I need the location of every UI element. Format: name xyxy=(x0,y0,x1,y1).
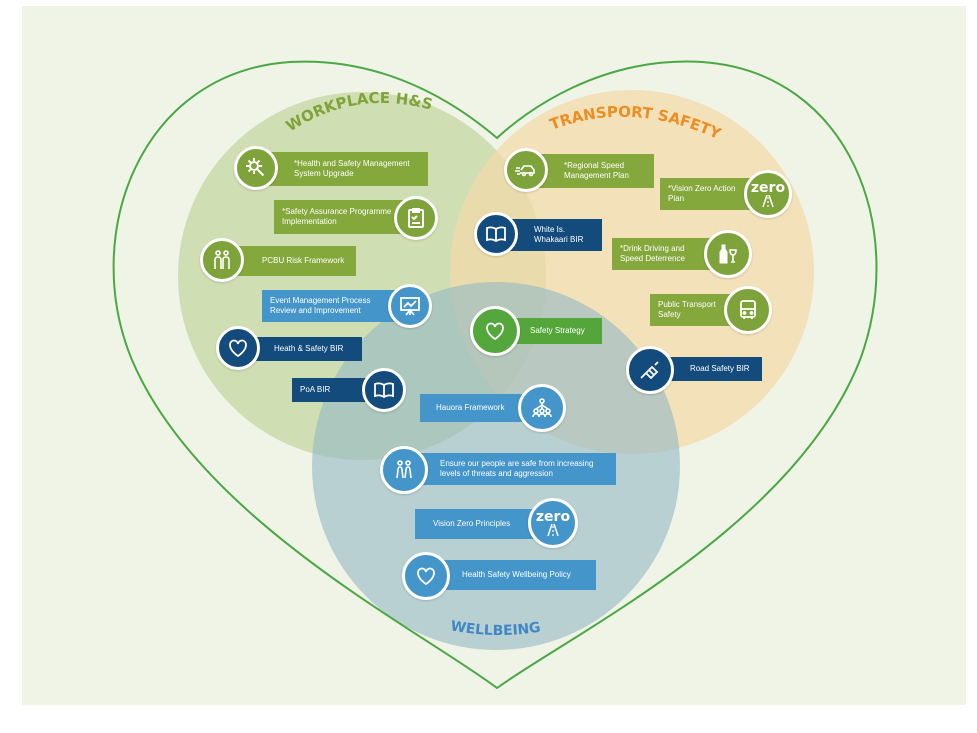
two-people-icon xyxy=(380,446,428,494)
heart-icon xyxy=(402,552,450,600)
item-heath-safety-bir[interactable]: Heath & Safety BIR xyxy=(246,337,362,361)
heart-outline xyxy=(112,60,878,690)
item-wellbeing-policy[interactable]: Health Safety Wellbeing Policy xyxy=(430,560,596,590)
item-hs-management[interactable]: *Health and Safety Management System Upg… xyxy=(268,152,428,186)
heart-icon xyxy=(216,326,260,370)
item-white-island-bir[interactable]: White Is. Whakaari BIR xyxy=(502,219,602,251)
open-book-icon xyxy=(474,212,518,256)
bus-icon xyxy=(724,286,772,334)
people-group-icon xyxy=(200,238,244,282)
item-regional-speed[interactable]: *Regional Speed Management Plan xyxy=(530,154,654,188)
item-poa-bir[interactable]: PoA BIR xyxy=(292,378,372,402)
speeding-car-icon xyxy=(504,148,548,192)
presentation-board-icon xyxy=(388,284,432,328)
item-drink-driving[interactable]: *Drink Driving and Speed Deterrence xyxy=(612,238,716,270)
item-vision-zero-plan[interactable]: *Vision Zero Action Plan xyxy=(660,178,756,210)
item-public-transport[interactable]: Public Transport Safety xyxy=(650,294,738,326)
gear-wrench-icon xyxy=(234,146,278,190)
wellbeing-title: WELLBEING xyxy=(449,618,541,639)
item-hauora-framework[interactable]: Hauora Framework xyxy=(420,394,528,422)
item-event-management[interactable]: Event Management Process Review and Impr… xyxy=(262,290,402,322)
people-network-icon xyxy=(518,384,566,432)
item-threats-aggression[interactable]: Ensure our people are safe from increasi… xyxy=(406,453,616,485)
vision-zero-icon: zero xyxy=(744,170,792,218)
clipboard-checklist-icon xyxy=(394,196,438,240)
bottle-glass-icon xyxy=(704,230,752,278)
item-safety-assurance[interactable]: *Safety Assurance Programme Implementati… xyxy=(274,200,408,234)
open-book-icon xyxy=(362,368,406,412)
item-safety-strategy[interactable]: Safety Strategy xyxy=(508,318,602,344)
heart-icon xyxy=(470,306,520,356)
vision-zero-icon: zero xyxy=(528,498,578,548)
seatbelt-buckle-icon xyxy=(626,346,674,394)
item-pcbu[interactable]: PCBU Risk Framework xyxy=(236,246,356,276)
